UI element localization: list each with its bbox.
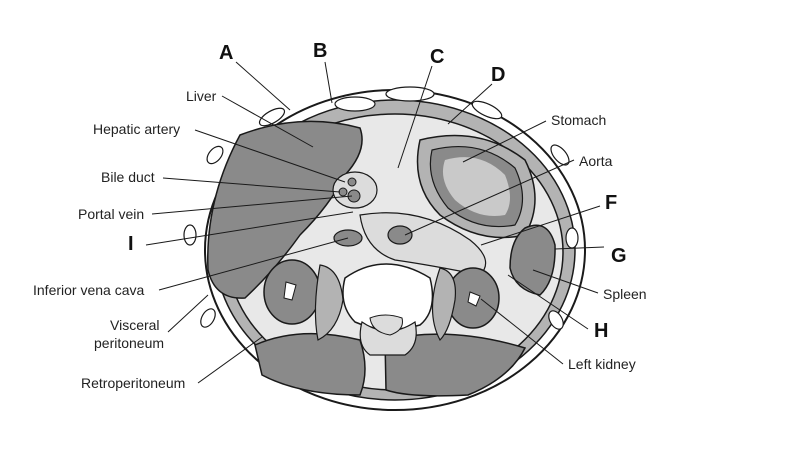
label-retroperitoneum: Retroperitoneum xyxy=(81,375,186,391)
letter-d: D xyxy=(491,64,506,86)
spinous-process xyxy=(369,314,403,336)
stomach-inner xyxy=(442,157,510,216)
letter-g: G xyxy=(611,245,627,267)
spleen-shape xyxy=(509,224,556,296)
vertebral-body xyxy=(342,263,434,331)
liver-shape xyxy=(207,120,363,299)
bile-duct-vessel xyxy=(338,187,348,197)
letter-f: F xyxy=(605,192,618,214)
label-left-kidney: Left kidney xyxy=(568,356,636,372)
label-peritoneum: peritoneum xyxy=(94,335,165,351)
letter-a: A xyxy=(219,42,234,64)
label-visceral: Visceral xyxy=(110,317,160,333)
left-back-muscle xyxy=(254,332,366,396)
right-kidney-hilum xyxy=(283,281,297,301)
label-portal-vein: Portal vein xyxy=(78,206,145,222)
letter-h: H xyxy=(594,320,609,342)
right-psoas xyxy=(314,264,344,341)
label-hepatic-artery: Hepatic artery xyxy=(93,121,181,137)
letter-c: C xyxy=(430,46,445,68)
left-kidney-hilum xyxy=(467,291,481,307)
leader-lines xyxy=(145,61,605,384)
label-spleen: Spleen xyxy=(603,286,647,302)
aorta-vessel xyxy=(387,225,413,245)
letter-b: B xyxy=(313,40,328,62)
rib-segments xyxy=(183,86,579,330)
label-stomach: Stomach xyxy=(551,112,607,128)
label-inferior-vena-cava: Inferior vena cava xyxy=(33,282,145,298)
left-psoas xyxy=(431,267,457,341)
label-bile-duct: Bile duct xyxy=(101,169,155,185)
letter-i: I xyxy=(128,233,134,255)
label-liver: Liver xyxy=(186,88,217,104)
hepatic-artery-vessel xyxy=(347,177,357,187)
label-aorta: Aorta xyxy=(579,153,613,169)
